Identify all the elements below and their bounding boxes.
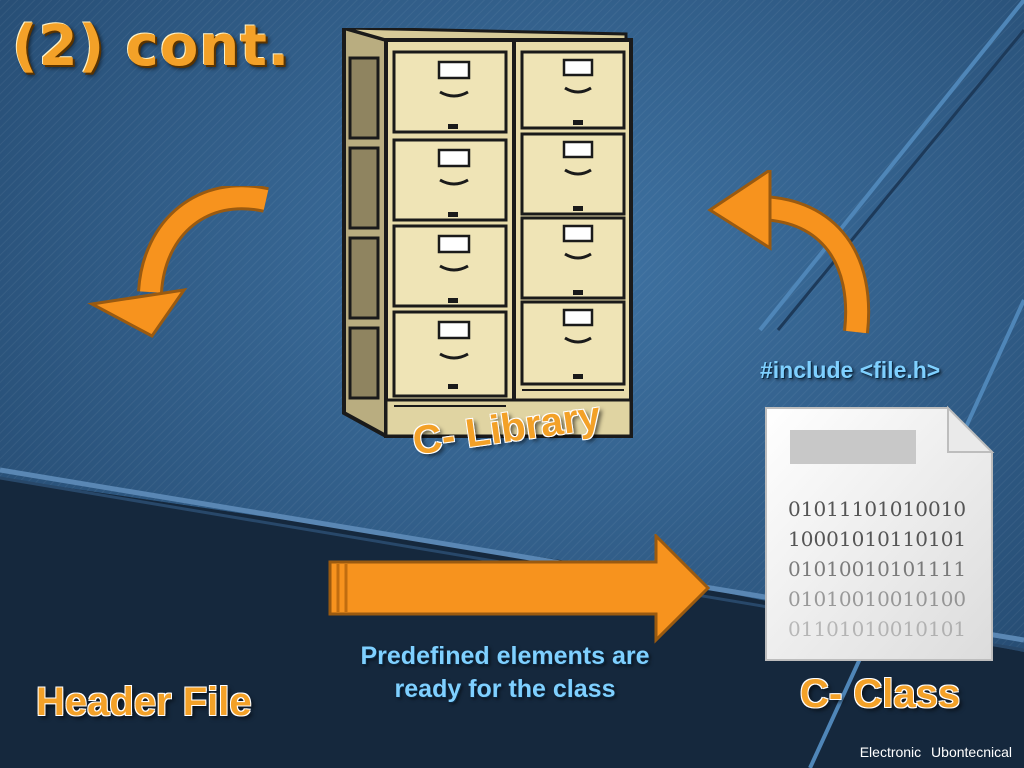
class-label: C- Class xyxy=(800,672,961,716)
binary-content: 01011101010010 10001010110101 0101001010… xyxy=(788,494,966,644)
binary-line: 01010010101111 xyxy=(788,557,967,581)
document-icon xyxy=(765,405,995,661)
curved-arrow-left-icon xyxy=(87,186,269,338)
footer-credit: Electronic Ubontecnical xyxy=(859,744,1012,760)
binary-line: 10001010110101 xyxy=(788,527,967,551)
include-directive-label: #include <file.h> xyxy=(760,357,941,383)
binary-line: 01010010010100 xyxy=(788,587,967,611)
right-arrow-icon xyxy=(328,534,711,644)
binary-line: 01011101010010 xyxy=(788,497,967,521)
slide-title: (2) cont. xyxy=(12,14,291,79)
filing-cabinet-icon xyxy=(342,28,633,438)
curved-arrow-up-icon xyxy=(707,170,871,334)
header-file-label: Header File xyxy=(36,680,252,724)
binary-line: 01101010010101 xyxy=(788,617,967,641)
predefined-elements-caption: Predefined elements are ready for the cl… xyxy=(360,642,650,703)
